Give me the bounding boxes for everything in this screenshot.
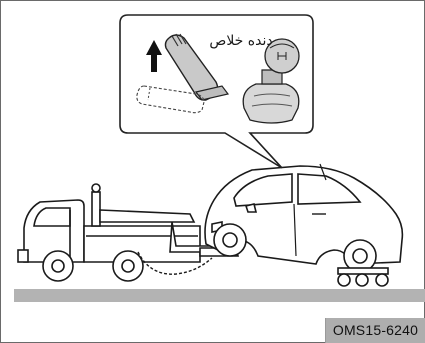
ground-strip	[14, 289, 425, 302]
figure-code: OMS15-6240	[325, 318, 425, 343]
callout-label: دنده خلاص	[200, 30, 282, 52]
wheel-dolly	[338, 268, 388, 286]
